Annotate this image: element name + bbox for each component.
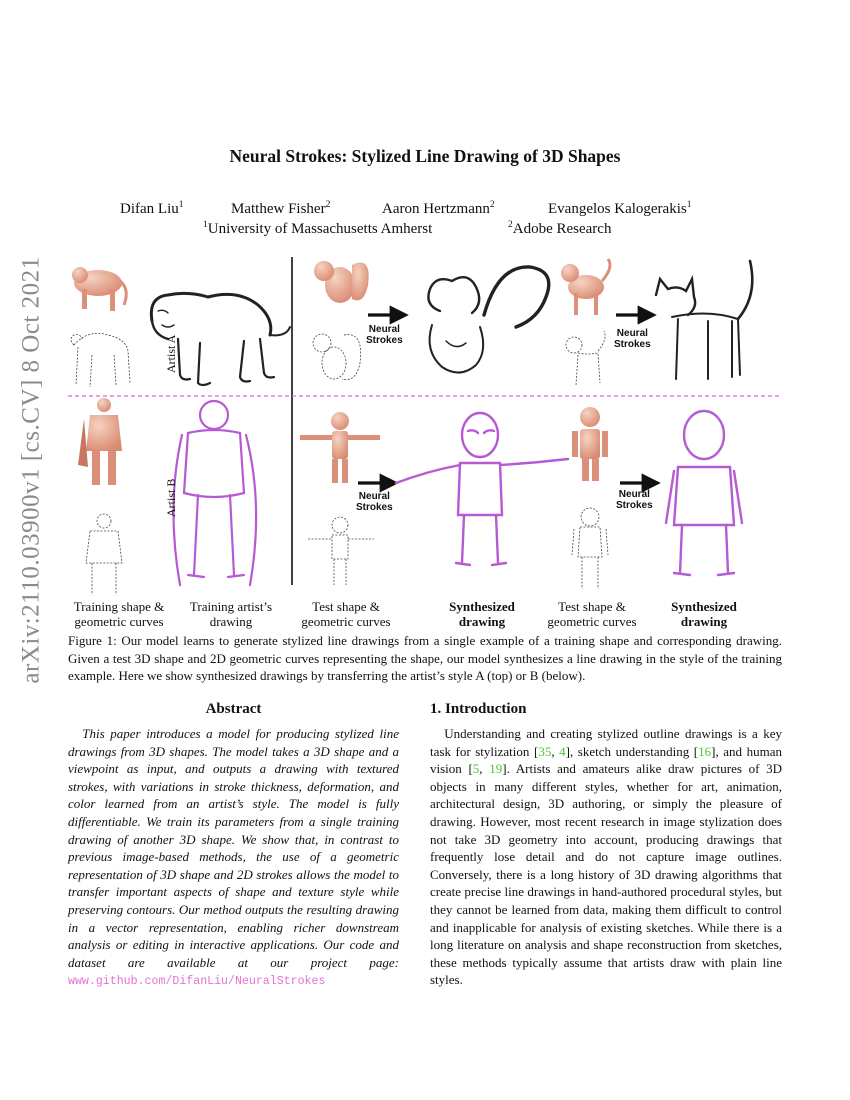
- artist-a-label: Artist A: [164, 334, 178, 373]
- citation-link[interactable]: 16: [698, 743, 712, 759]
- synth-boy-standing-drawing: [664, 409, 744, 577]
- training-curves-puma: [70, 332, 131, 388]
- training-curves-superhero: [85, 513, 123, 595]
- abstract-text: This paper introduces a model for produc…: [68, 726, 399, 989]
- test-shape-cat: [561, 258, 612, 315]
- affiliation-1: 1University of Massachusetts Amherst: [203, 220, 433, 237]
- synth-cat-drawing: [654, 259, 754, 380]
- abstract-heading: Abstract: [205, 701, 262, 717]
- figure-illustration: [68, 257, 782, 595]
- test-curves-squirrel: [312, 333, 362, 381]
- arxiv-stamp: arXiv:2110.03900v1 [cs.CV] 8 Oct 2021: [18, 256, 45, 684]
- intro-heading: 1. Introduction: [430, 701, 527, 717]
- figure-caption: Figure 1: Our model learns to generate s…: [68, 633, 782, 683]
- citation-link[interactable]: 19: [489, 761, 503, 777]
- test-curves-boy-standing: [571, 507, 609, 589]
- col-label-test-shape-2: Test shape &geometric curves: [547, 599, 637, 629]
- author-1: Difan Liu1: [120, 200, 184, 217]
- training-shape-puma: [72, 267, 128, 311]
- author-4: Evangelos Kalogerakis1: [548, 200, 692, 217]
- test-shape-squirrel: [314, 261, 369, 303]
- author-2: Matthew Fisher2: [231, 200, 331, 217]
- synth-boy-tpose-drawing: [394, 411, 570, 567]
- artist-b-label: Artist B: [164, 478, 178, 517]
- author-3: Aaron Hertzmann2: [382, 200, 495, 217]
- citation-link[interactable]: 35: [538, 743, 552, 759]
- paper-title: Neural Strokes: Stylized Line Drawing of…: [229, 146, 621, 166]
- artist-a-puma-drawing: [149, 291, 291, 387]
- citation-link[interactable]: 5: [472, 761, 480, 777]
- col-label-test-shape: Test shape &geometric curves: [301, 599, 391, 629]
- affiliation-2: 2Adobe Research: [508, 220, 612, 237]
- test-shape-boy-tpose: [300, 412, 380, 483]
- citation-link[interactable]: 4: [559, 743, 566, 759]
- test-curves-boy-tpose: [308, 516, 374, 585]
- col-label-training-shape: Training shape &geometric curves: [73, 599, 165, 629]
- test-curves-cat: [565, 330, 606, 386]
- training-shape-superhero: [78, 398, 122, 485]
- artist-b-superhero-drawing: [172, 399, 258, 587]
- synth-squirrel-drawing: [427, 265, 551, 374]
- test-shape-boy-standing: [572, 407, 608, 481]
- project-link[interactable]: www.github.com/DifanLiu/NeuralStrokes: [68, 975, 326, 989]
- intro-text: Understanding and creating stylized outl…: [430, 726, 783, 988]
